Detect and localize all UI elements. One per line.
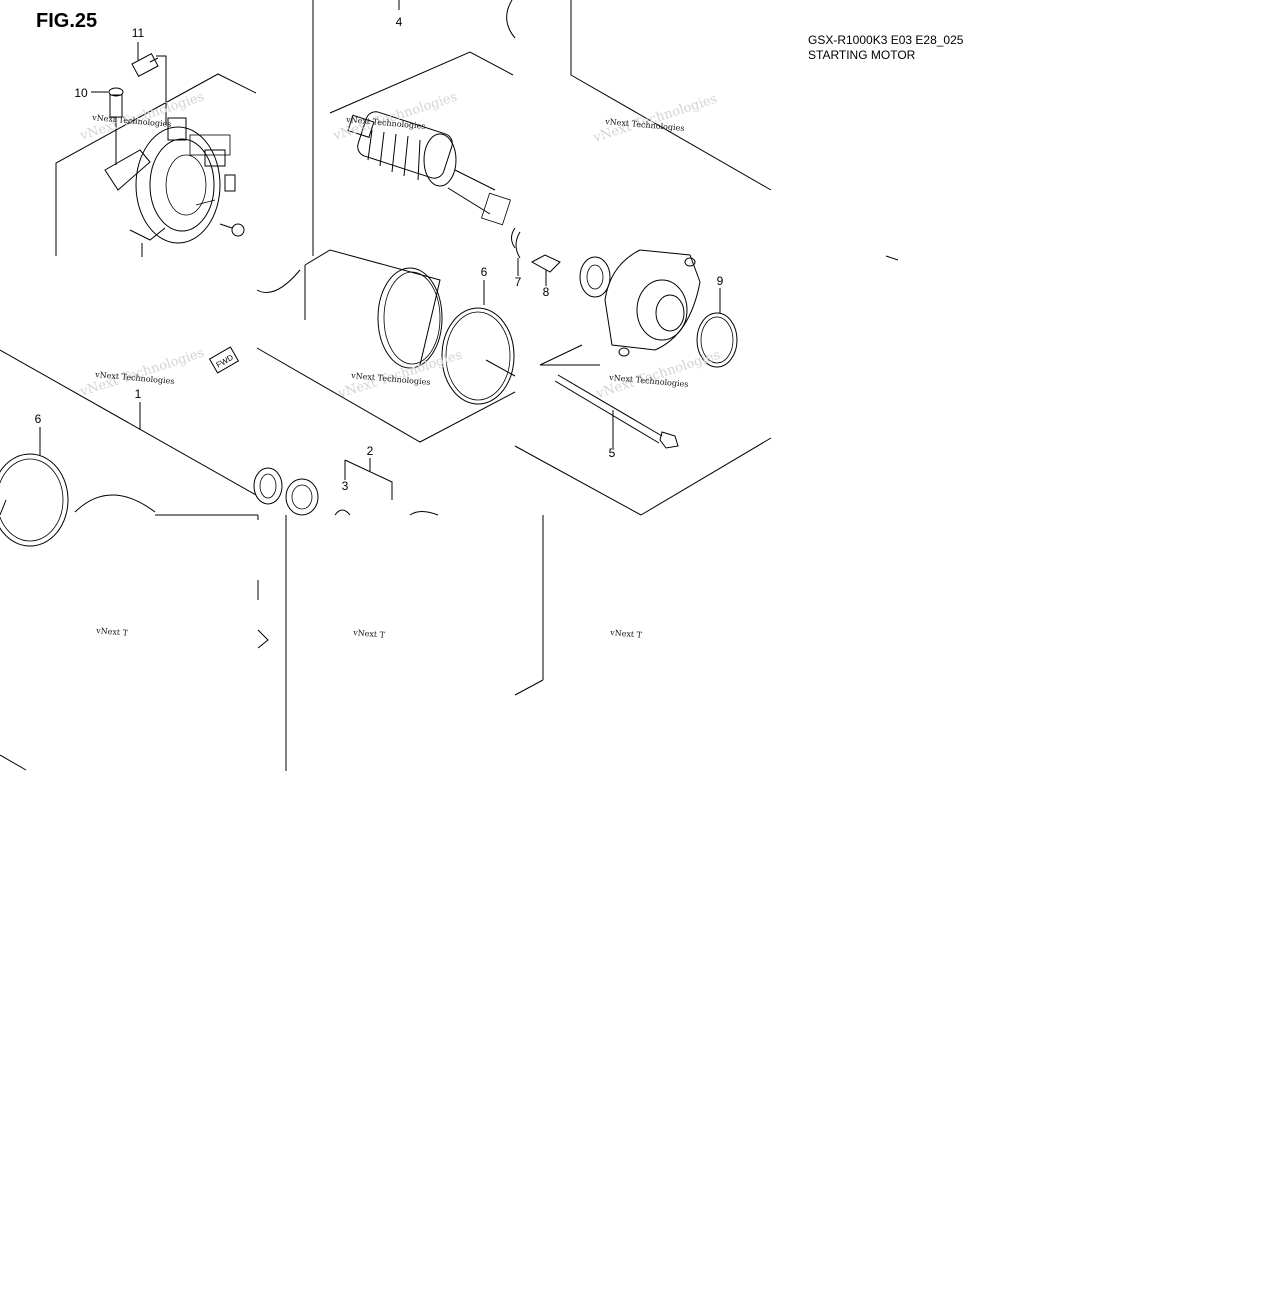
bolt-10 (91, 87, 124, 165)
callout-6-left: 6 (35, 412, 42, 426)
tile-a (55, 42, 257, 257)
watermark-ghost-layer: vNext Technologies vNext Technologies vN… (78, 90, 722, 402)
washer-2 (285, 478, 319, 516)
watermark-partial: vNext T (609, 628, 643, 640)
tile-b (256, 0, 516, 293)
callout-9: 9 (717, 274, 724, 288)
fwd-marker: FWD (208, 346, 240, 374)
bracket-housing (604, 249, 701, 357)
tile-g (253, 458, 439, 516)
tile-c (506, 0, 899, 261)
model-code: GSX-R1000K3 E03 E28_025 (808, 33, 964, 47)
o-ring-9 (696, 312, 738, 368)
fwd-marker-label: FWD (215, 353, 235, 370)
callout-5: 5 (609, 446, 616, 460)
callout-11: 11 (132, 26, 145, 40)
o-ring-6 (441, 307, 515, 405)
callout-layer: 1 2 3 4 5 6 6 7 8 9 10 11 (35, 15, 724, 493)
watermark-partial: vNext T (352, 628, 386, 640)
washer-1 (253, 467, 283, 505)
armature (347, 111, 511, 226)
callout-7: 7 (515, 275, 522, 289)
yoke (304, 249, 443, 369)
bolt-11 (131, 42, 167, 125)
tile-h (0, 499, 544, 771)
washer-8 (530, 254, 561, 286)
callout-3: 3 (342, 479, 349, 493)
screw-small (219, 223, 245, 237)
through-bolt-5 (554, 374, 679, 449)
seal (579, 256, 611, 298)
callout-1: 1 (135, 387, 142, 401)
callout-2: 2 (367, 444, 374, 458)
o-ring-left (0, 453, 69, 547)
tile-e (256, 249, 516, 443)
callout-4: 4 (396, 15, 403, 29)
watermark-layer: vNext Technologies vNext Technologies vN… (91, 113, 689, 640)
callout-8: 8 (543, 285, 550, 299)
watermark-partial: vNext T (95, 626, 129, 638)
tile-f (514, 231, 772, 516)
callout-6-yoke: 6 (481, 265, 488, 279)
callout-10: 10 (74, 86, 88, 100)
section-name: STARTING MOTOR (808, 48, 916, 59)
figure-title: FIG.25 (36, 10, 98, 32)
end-cover-housing (104, 117, 236, 244)
